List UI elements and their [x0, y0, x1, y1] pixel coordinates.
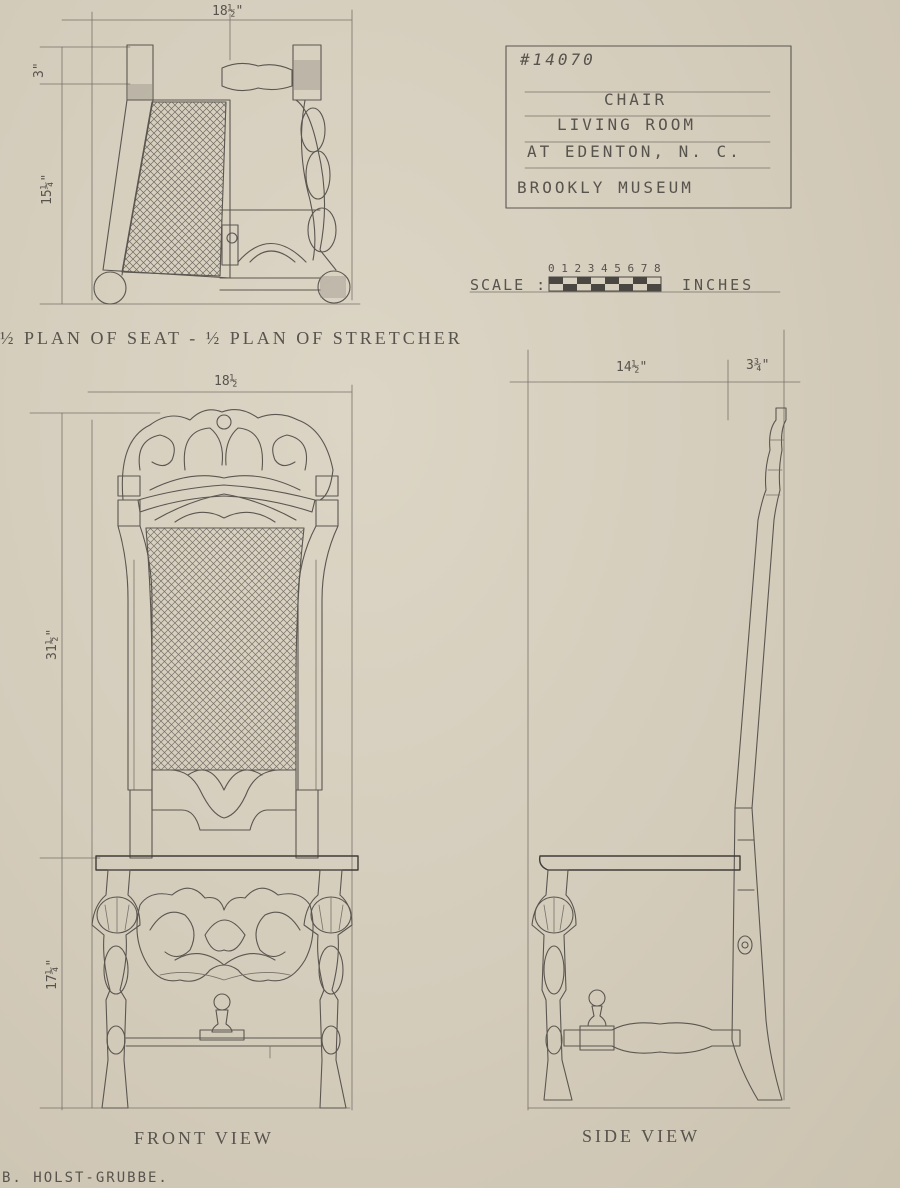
plan-width-dimension: 18½"	[212, 4, 244, 19]
scale-ticks: 0 1 2 3 4 5 6 7 8	[548, 262, 661, 275]
back-height-dimension: 31½"	[45, 628, 60, 660]
scale-unit: INCHES	[682, 276, 755, 294]
plan-of-seat	[39, 9, 361, 305]
artist-signature: B. HOLST-GRUBBE.	[2, 1170, 169, 1186]
title-line-chair: CHAIR	[604, 90, 668, 109]
front-width-dimension: 18½	[214, 374, 238, 389]
seat-height-dimension: 17¼"	[45, 958, 60, 990]
scale-bar	[469, 276, 781, 293]
plan-caption: ½ PLAN OF SEAT - ½ PLAN OF STRETCHER	[0, 328, 463, 348]
side-view	[509, 329, 801, 1111]
title-line-museum: BROOKLY MUSEUM	[517, 178, 694, 197]
plan-top-dimension: 3"	[32, 62, 47, 78]
side-depth-dimension: 14½"	[616, 360, 648, 375]
title-line-location: AT EDENTON, N. C.	[527, 142, 742, 161]
plan-depth-dimension: 15¼"	[40, 173, 55, 205]
side-view-caption: SIDE VIEW	[582, 1126, 701, 1146]
title-line-room: LIVING ROOM	[557, 115, 696, 134]
front-view-caption: FRONT VIEW	[134, 1128, 274, 1148]
drawing-number: #14070	[520, 50, 596, 69]
scale-label: SCALE :	[470, 276, 548, 294]
side-rake-dimension: 3¾"	[746, 358, 770, 373]
front-view	[29, 384, 359, 1111]
title-block-frame	[505, 45, 792, 209]
